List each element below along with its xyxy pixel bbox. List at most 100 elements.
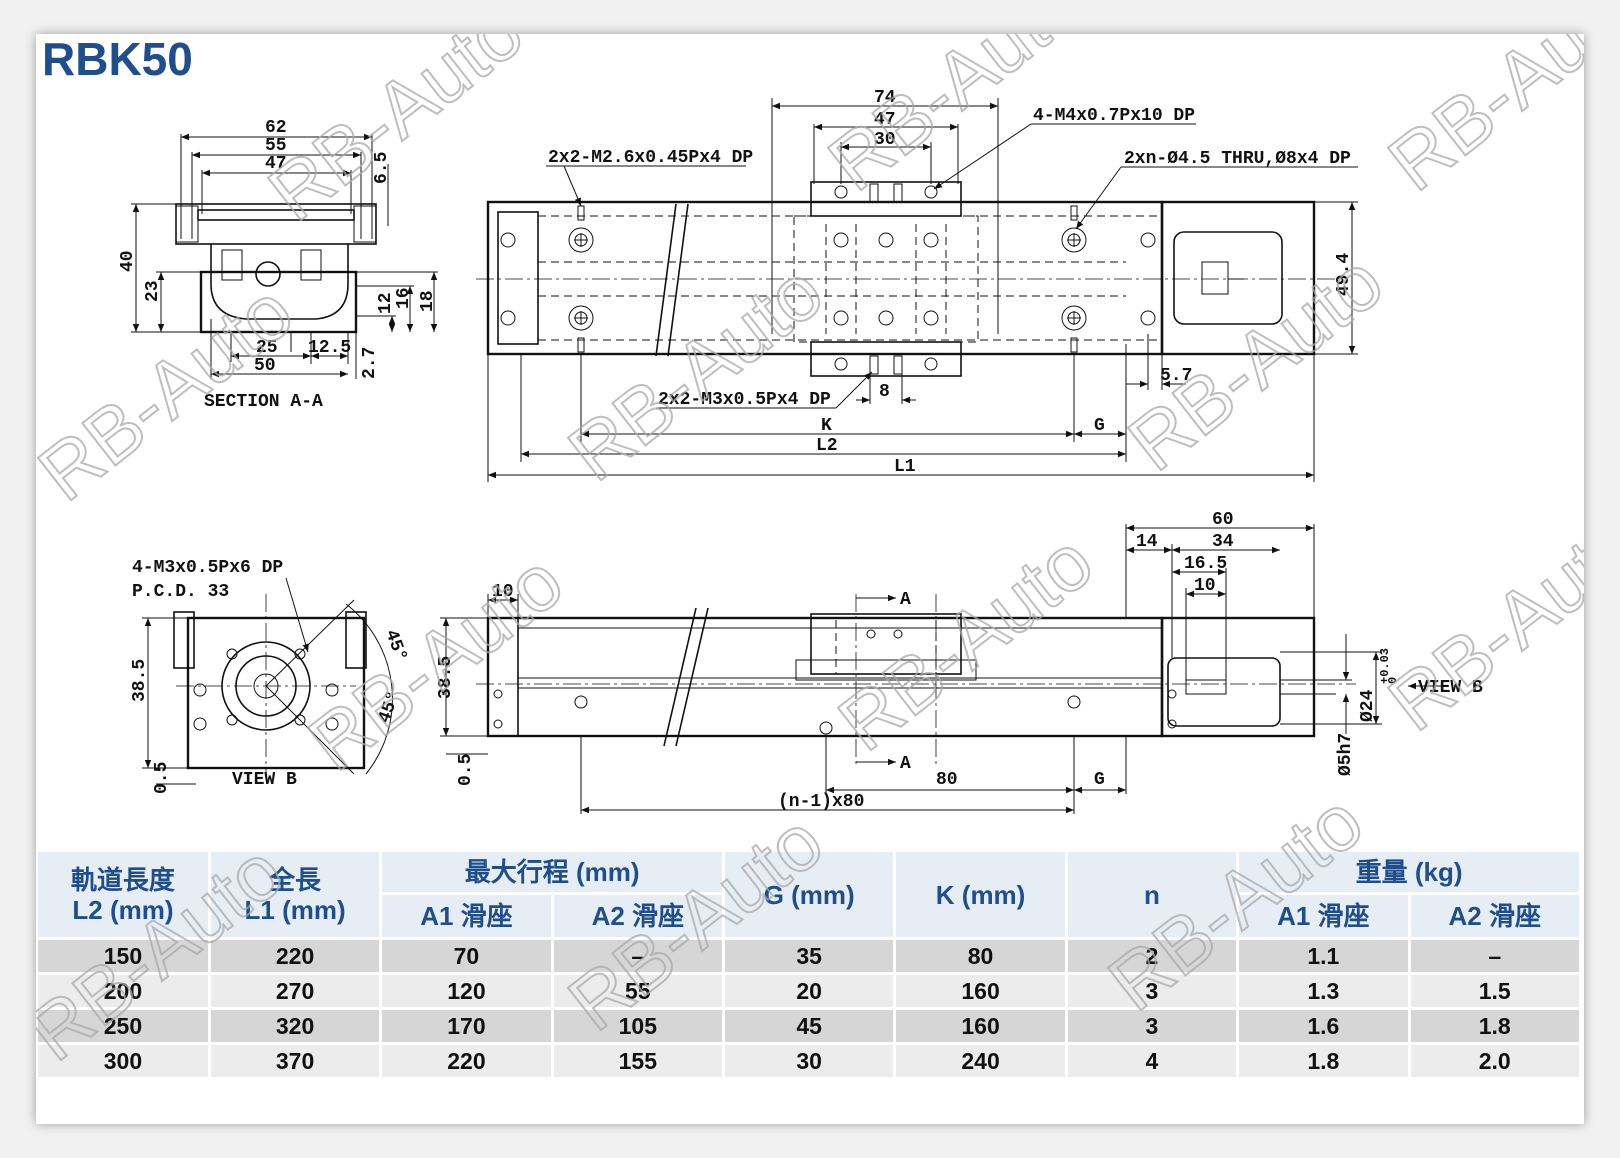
dim-L1: L1 <box>894 457 916 477</box>
cell-l1: 270 <box>209 973 383 1010</box>
dim-47: 47 <box>265 154 287 174</box>
dim-phi-24: Ø24 <box>1358 689 1378 722</box>
dim-34: 34 <box>1212 532 1234 552</box>
dim-8: 8 <box>879 382 890 402</box>
tol-zero: 0 <box>1386 677 1400 684</box>
section-a-a-caption: SECTION A-A <box>204 392 323 412</box>
model-title: RBK50 <box>42 34 193 85</box>
pcd-label: P.C.D. 33 <box>132 582 229 602</box>
dim-18: 18 <box>418 290 438 312</box>
table-row: 150 220 70 – 35 80 2 1.1 – <box>38 938 1582 975</box>
cell-stroke-a1: 70 <box>380 938 554 975</box>
dim-16-5: 16.5 <box>1184 554 1227 574</box>
dim-47-top: 47 <box>874 110 896 130</box>
header-stroke-a2: A2 滑座 <box>552 893 726 940</box>
header-n: n <box>1066 852 1240 940</box>
callout-m4: 4-M4x0.7Px10 DP <box>1033 106 1195 126</box>
section-a-marker-bottom: A <box>900 754 911 774</box>
cell-g: 20 <box>723 973 897 1010</box>
cell-n: 4 <box>1066 1043 1240 1080</box>
cell-l2: 200 <box>38 973 211 1010</box>
dim-30: 30 <box>874 130 896 150</box>
drawing-sheet: 62 55 47 6.5 40 23 <box>36 34 1584 1124</box>
dim-phi-5h7: Ø5h7 <box>1336 733 1356 776</box>
dim-62: 62 <box>265 118 287 138</box>
angle-45-top: 45° <box>380 627 410 664</box>
top-view: 74 47 30 2x2-M2.6x0.45Px4 DP 4-M4x0.7Px1… <box>476 88 1358 482</box>
header-k: K (mm) <box>894 852 1068 940</box>
side-view: A A 10 38.5 0.5 <box>436 510 1483 814</box>
angle-45-bottom: 45° <box>375 689 405 726</box>
cell-weight-a1: 1.1 <box>1237 938 1411 975</box>
dim-0-5-side: 0.5 <box>456 754 476 786</box>
dim-10-side: 10 <box>492 582 514 602</box>
dim-60: 60 <box>1212 510 1234 530</box>
tol-plus: +0.03 <box>1378 648 1392 684</box>
dim-38-5-side: 38.5 <box>436 656 456 699</box>
dim-16: 16 <box>394 287 414 309</box>
view-b-arrow-label: VIEW B <box>1418 678 1483 698</box>
dim-40: 40 <box>118 250 138 272</box>
cell-k: 160 <box>894 973 1068 1010</box>
cell-stroke-a2: 55 <box>552 973 726 1010</box>
section-a-a-view: 62 55 47 6.5 40 23 <box>118 118 438 412</box>
cell-n: 3 <box>1066 1008 1240 1045</box>
cell-k: 80 <box>894 938 1068 975</box>
view-b: 45° 45° 4-M3x0.5Px6 DP P.C.D. 33 38.5 0.… <box>130 558 410 794</box>
cell-weight-a2: – <box>1409 938 1582 975</box>
dim-74: 74 <box>874 88 896 108</box>
dim-2-7: 2.7 <box>360 347 380 379</box>
cell-l1: 320 <box>209 1008 383 1045</box>
cell-l2: 150 <box>38 938 211 975</box>
table-row: 250 320 170 105 45 160 3 1.6 1.8 <box>38 1008 1582 1045</box>
section-a-marker-top: A <box>900 590 911 610</box>
cell-g: 45 <box>723 1008 897 1045</box>
cell-stroke-a2: 105 <box>552 1008 726 1045</box>
callout-m2-6: 2x2-M2.6x0.45Px4 DP <box>548 148 753 168</box>
table-row: 300 370 220 155 30 240 4 1.8 2.0 <box>38 1043 1582 1080</box>
cell-g: 35 <box>723 938 897 975</box>
dim-10-motor: 10 <box>1194 576 1216 596</box>
cell-stroke-a2: – <box>552 938 726 975</box>
cell-weight-a1: 1.3 <box>1237 973 1411 1010</box>
dim-L2: L2 <box>816 436 838 456</box>
cell-stroke-a1: 120 <box>380 973 554 1010</box>
dim-6-5: 6.5 <box>372 152 392 184</box>
dim-55: 55 <box>265 136 287 156</box>
callout-thru: 2xn-Ø4.5 THRU,Ø8x4 DP <box>1124 149 1351 169</box>
cell-weight-a1: 1.6 <box>1237 1008 1411 1045</box>
cell-k: 160 <box>894 1008 1068 1045</box>
dim-14: 14 <box>1136 532 1158 552</box>
dim-G-top: G <box>1094 416 1105 436</box>
callout-m3-view-b: 4-M3x0.5Px6 DP <box>132 558 283 578</box>
cell-k: 240 <box>894 1043 1068 1080</box>
dim-n-minus-1-x80: (n-1)x80 <box>778 792 864 812</box>
cell-l2: 250 <box>38 1008 211 1045</box>
cell-n: 3 <box>1066 973 1240 1010</box>
dim-12-5: 12.5 <box>308 338 351 358</box>
cell-weight-a2: 2.0 <box>1409 1043 1582 1080</box>
dim-25: 25 <box>256 338 278 358</box>
cell-l2: 300 <box>38 1043 211 1080</box>
cell-stroke-a1: 220 <box>380 1043 554 1080</box>
cell-weight-a1: 1.8 <box>1237 1043 1411 1080</box>
dim-K: K <box>821 416 832 436</box>
dim-0-5-view-b: 0.5 <box>152 762 172 794</box>
view-b-caption: VIEW B <box>232 770 297 790</box>
dim-5-7: 5.7 <box>1160 366 1192 386</box>
header-stroke-a1: A1 滑座 <box>380 893 554 940</box>
table-row: 200 270 120 55 20 160 3 1.3 1.5 <box>38 973 1582 1010</box>
technical-drawing: 62 55 47 6.5 40 23 <box>118 88 1483 814</box>
cell-stroke-a2: 155 <box>552 1043 726 1080</box>
dim-50: 50 <box>254 356 276 376</box>
cell-l1: 220 <box>209 938 383 975</box>
dim-49-4: 49.4 <box>1334 253 1354 296</box>
header-weight: 重量 (kg) <box>1237 852 1582 895</box>
header-weight-a1: A1 滑座 <box>1237 893 1411 940</box>
header-weight-a2: A2 滑座 <box>1409 893 1582 940</box>
header-g: G (mm) <box>723 852 897 940</box>
cell-stroke-a1: 170 <box>380 1008 554 1045</box>
